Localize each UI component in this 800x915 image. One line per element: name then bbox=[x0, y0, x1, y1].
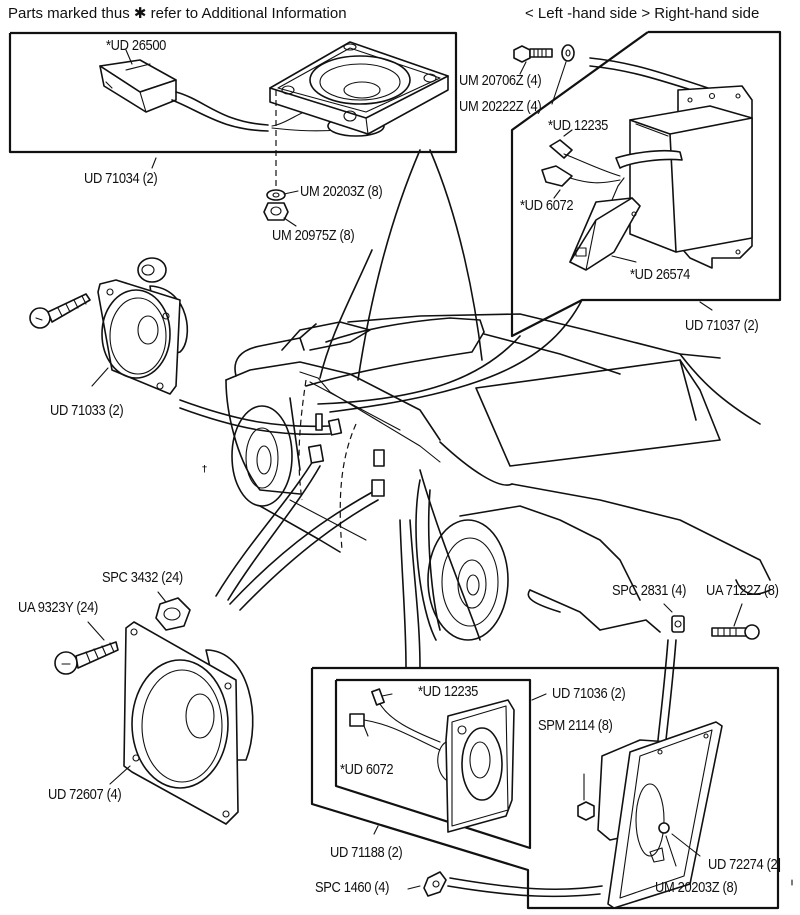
leader-ua7122z bbox=[733, 603, 743, 627]
label-spc3432: SPC 3432 (24) bbox=[102, 569, 183, 586]
leader-ua9323y bbox=[87, 621, 105, 641]
leader-ud71037 bbox=[699, 301, 713, 311]
connector-ud6072-bottom bbox=[349, 713, 441, 751]
label-spc2831: SPC 2831 (4) bbox=[612, 582, 687, 599]
wiring-harness-lines bbox=[179, 149, 583, 669]
leader-ud71034 bbox=[151, 157, 157, 169]
connector-ud12235-top bbox=[549, 139, 621, 177]
screw-ua7122z bbox=[711, 624, 760, 640]
amplifier-ud71037 bbox=[615, 85, 753, 269]
inset-frame-rear-speaker-outer bbox=[310, 666, 780, 910]
label-um20203z-top: UM 20203Z (8) bbox=[300, 183, 383, 200]
label-ud71036: UD 71036 (2) bbox=[552, 685, 626, 702]
front-wheel bbox=[427, 519, 509, 641]
label-ud26574: *UD 26574 bbox=[630, 266, 691, 283]
additional-info-note: Parts marked thus ✱ refer to Additional … bbox=[8, 5, 347, 22]
screw-ua9323y bbox=[54, 641, 119, 675]
side-legend: < Left -hand side > Right-hand side bbox=[525, 5, 760, 22]
leader-spc3432 bbox=[157, 591, 167, 603]
label-ud71037: UD 71037 (2) bbox=[685, 317, 759, 334]
leader-spc1460 bbox=[407, 885, 421, 890]
label-ud26500: *UD 26500 bbox=[106, 37, 167, 54]
leader-ud71036 bbox=[531, 693, 547, 701]
speaker-ud71033 bbox=[97, 279, 189, 395]
label-ud12235-bottom: *UD 12235 bbox=[418, 683, 479, 700]
nut-um20975z bbox=[263, 202, 289, 221]
label-um20203z-bottom: UM 20203Z (8) bbox=[655, 879, 738, 896]
leader-ud71033 bbox=[91, 367, 109, 387]
speaker-ud71036 bbox=[437, 699, 515, 833]
label-ua7122z: UA 7122Z (8) bbox=[706, 582, 779, 599]
leader-ud26574 bbox=[611, 255, 637, 263]
rear-speaker-cable bbox=[447, 877, 603, 898]
leader-ud72607 bbox=[109, 765, 131, 785]
washer-um20203z bbox=[266, 189, 286, 201]
inset-frame-rear-speaker-inner bbox=[334, 678, 532, 850]
label-ud6072-top: *UD 6072 bbox=[520, 197, 574, 214]
label-um20706z: UM 20706Z (4) bbox=[459, 72, 542, 89]
connector-ud12235-bottom bbox=[371, 688, 441, 743]
label-ud72274: UD 72274 (2] bbox=[708, 856, 781, 873]
label-spm2114: SPM 2114 (8) bbox=[538, 717, 613, 734]
car-mount-clips bbox=[307, 413, 385, 497]
leader-spc2831 bbox=[663, 603, 673, 613]
label-um20975z: UM 20975Z (8) bbox=[272, 227, 355, 244]
leader-um20706z bbox=[519, 61, 527, 75]
label-um20222z: UM 20222Z (4) bbox=[459, 98, 542, 115]
leader-ud12235-top bbox=[563, 129, 573, 137]
leader-ud71188 bbox=[373, 825, 379, 835]
leader-ud26500 bbox=[125, 49, 133, 65]
label-ua9323y: UA 9323Y (24) bbox=[18, 599, 98, 616]
label-ud72607: UD 72607 (4) bbox=[48, 786, 122, 803]
label-ud6072-bottom: *UD 6072 bbox=[340, 761, 394, 778]
clip-spc1460 bbox=[423, 871, 447, 897]
grommet-ud71033 bbox=[137, 257, 167, 283]
leader-um20203z-top bbox=[283, 190, 299, 195]
label-ud12235-top: *UD 12235 bbox=[548, 117, 609, 134]
connector-ud6072-top bbox=[541, 165, 621, 187]
inset-frame-front-speaker bbox=[8, 31, 458, 154]
label-ud71188: UD 71188 (2) bbox=[330, 844, 403, 861]
speaker-bracket-ud72274 bbox=[597, 639, 723, 909]
speaker-ud72607 bbox=[123, 621, 254, 825]
bolt-um20706z bbox=[513, 45, 553, 63]
leader-um20975z bbox=[283, 217, 297, 227]
label-ud71034: UD 71034 (2) bbox=[84, 170, 158, 187]
label-ud71033: UD 71033 (2) bbox=[50, 402, 124, 419]
rear-wheel bbox=[231, 405, 293, 507]
leader-um20222z bbox=[551, 61, 567, 105]
washer-um20222z bbox=[561, 44, 575, 62]
connector-ud26574 bbox=[569, 177, 641, 271]
label-spc1460: SPC 1460 (4) bbox=[315, 879, 390, 896]
leader-ud72274 bbox=[671, 833, 701, 857]
screw-ud71033-fixing bbox=[29, 293, 91, 329]
leader-ud6072-top bbox=[553, 189, 561, 199]
connector-ud26500 bbox=[99, 59, 177, 113]
grommet-spc3432 bbox=[155, 597, 191, 631]
clip-spc2831 bbox=[671, 615, 685, 633]
leader-um20203z-bottom bbox=[665, 835, 677, 867]
screw-spm2114 bbox=[577, 773, 595, 821]
stray-mark: † bbox=[202, 464, 207, 475]
speaker-ud71034 bbox=[269, 41, 449, 137]
